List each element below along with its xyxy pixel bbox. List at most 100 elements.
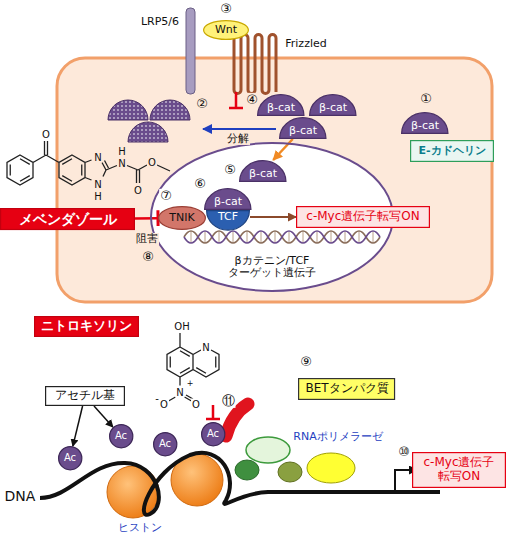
node-text: βカテニン/TCF ターゲット遺伝子 — [217, 255, 327, 280]
atom-label: N — [201, 342, 210, 353]
node-text: β-cat — [411, 120, 439, 133]
node-text: Ac — [159, 438, 171, 450]
callout-number: ⑩ — [397, 445, 411, 459]
beta-catenin: β-cat — [279, 117, 327, 139]
acetyl-mark-shape — [201, 422, 224, 445]
atom-label: O — [133, 185, 143, 196]
acetyl-mark-shape — [153, 432, 176, 455]
transcription-arrow — [250, 216, 296, 218]
callout-number: ② — [195, 97, 209, 111]
mebendazole-structure — [7, 141, 170, 185]
callout-number: ⑪ — [221, 394, 236, 408]
node-text: TCF — [218, 211, 238, 224]
node-text: β-cat — [289, 125, 317, 138]
node-text: c-Myc遺伝子 転写ON — [419, 456, 499, 484]
node-text: β-cat — [214, 196, 242, 209]
callout-number: ① — [419, 92, 433, 106]
callout-number: ⑧ — [141, 250, 155, 264]
atom-label: OH — [173, 321, 190, 332]
tcf-protein: TCF — [206, 210, 250, 231]
acetyl-mark: Ac — [109, 424, 133, 448]
node-text: ニトロキソリン — [41, 319, 132, 334]
gene-box-shape — [297, 207, 430, 228]
atom-label: H — [93, 191, 103, 202]
charge-label: + — [186, 380, 195, 389]
protein-subunit — [235, 460, 259, 480]
beta-catenin: β-cat — [257, 94, 305, 116]
drug-box: ニトロキソリン — [34, 316, 139, 337]
wnt-ligand: Wnt — [203, 20, 249, 40]
acetyl-arrow — [73, 406, 83, 446]
lrp-receptor — [186, 8, 195, 94]
node-text: Ac — [115, 430, 127, 442]
callout-number: ④ — [245, 93, 259, 107]
frizzled-receptor — [234, 35, 276, 94]
beta-catenin-shape — [402, 113, 448, 134]
degradation-arrow — [203, 128, 276, 130]
beta-catenin-shape — [205, 189, 251, 210]
receptor-label: Frizzled — [284, 38, 327, 50]
cadherin-box: E-カドヘリン — [410, 140, 494, 162]
beta-catenin: β-cat — [309, 94, 357, 116]
acetyl-mark-shape — [109, 424, 132, 447]
acetyl-mark-shape — [58, 446, 81, 469]
wnt-ligand-shape — [204, 21, 249, 40]
group-box: アセチル基 — [45, 386, 125, 406]
atom-label: N — [93, 179, 102, 190]
dna-strand — [184, 231, 380, 243]
protein-box: BETタンパク質 — [298, 378, 395, 400]
degraded-protein — [128, 122, 168, 142]
atom-label: O — [41, 129, 51, 140]
drug-box-shape — [34, 317, 138, 337]
atom-label: O — [191, 399, 201, 410]
group-box-shape — [46, 387, 125, 406]
part-label: RNAポリメラーゼ — [292, 431, 383, 443]
beta-catenin-shape — [240, 161, 286, 182]
atom-label: O — [159, 399, 169, 410]
degraded-protein — [150, 100, 190, 120]
inhibition-bar — [206, 405, 220, 419]
dna-strand — [184, 231, 380, 243]
acetyl-mark: Ac — [58, 446, 82, 470]
node-text: β-cat — [249, 168, 277, 181]
protein-subunit — [246, 437, 290, 463]
beta-catenin-shape — [310, 95, 356, 116]
node-text: β-cat — [319, 102, 347, 115]
atom-label: N — [175, 387, 184, 398]
beta-catenin-shape — [258, 95, 304, 116]
dna-strand — [40, 453, 440, 515]
gene-box: c-Myc遺伝子転写ON — [296, 206, 430, 228]
beta-catenin: β-cat — [239, 160, 287, 182]
protein-subunit — [278, 462, 302, 482]
dna-rungs — [191, 232, 373, 242]
gene-box: c-Myc遺伝子 転写ON — [412, 452, 506, 488]
nucleus: βカテニン/TCF ターゲット遺伝子β-catβ-catTNIKTCFc-Myc… — [150, 142, 394, 292]
drug-box: メベンダゾール — [0, 208, 135, 230]
edge-label: 阻害 — [135, 233, 159, 245]
node-text: c-Myc遺伝子転写ON — [306, 210, 419, 224]
rna-polymerase — [307, 453, 355, 483]
receptor-label: LRP5/6 — [140, 16, 180, 28]
acetyl-mark: Ac — [201, 422, 225, 446]
callout-number: ③ — [219, 2, 233, 16]
node-text: Ac — [64, 452, 76, 464]
part-label: DNA — [4, 489, 37, 504]
protein-box-shape — [299, 379, 395, 400]
callout-number: ⑥ — [193, 177, 207, 191]
node-text: BETタンパク質 — [305, 382, 388, 396]
part-label: ヒストン — [117, 522, 163, 534]
tnik-protein: TNIK — [158, 206, 206, 230]
cadherin-box-shape — [411, 141, 494, 162]
node-text: β-cat — [267, 102, 295, 115]
atom-label: N — [117, 158, 126, 169]
node-text: TNIK — [169, 212, 194, 225]
callout-number: ⑦ — [159, 189, 173, 203]
node-text: メベンダゾール — [19, 211, 117, 227]
node-text: アセチル基 — [55, 389, 115, 403]
inhibition-line — [135, 217, 158, 220]
degraded-protein — [108, 100, 148, 120]
callout-number: ⑨ — [299, 355, 313, 369]
nitroxoline-structure — [167, 333, 219, 401]
drug-box-shape — [1, 209, 135, 230]
